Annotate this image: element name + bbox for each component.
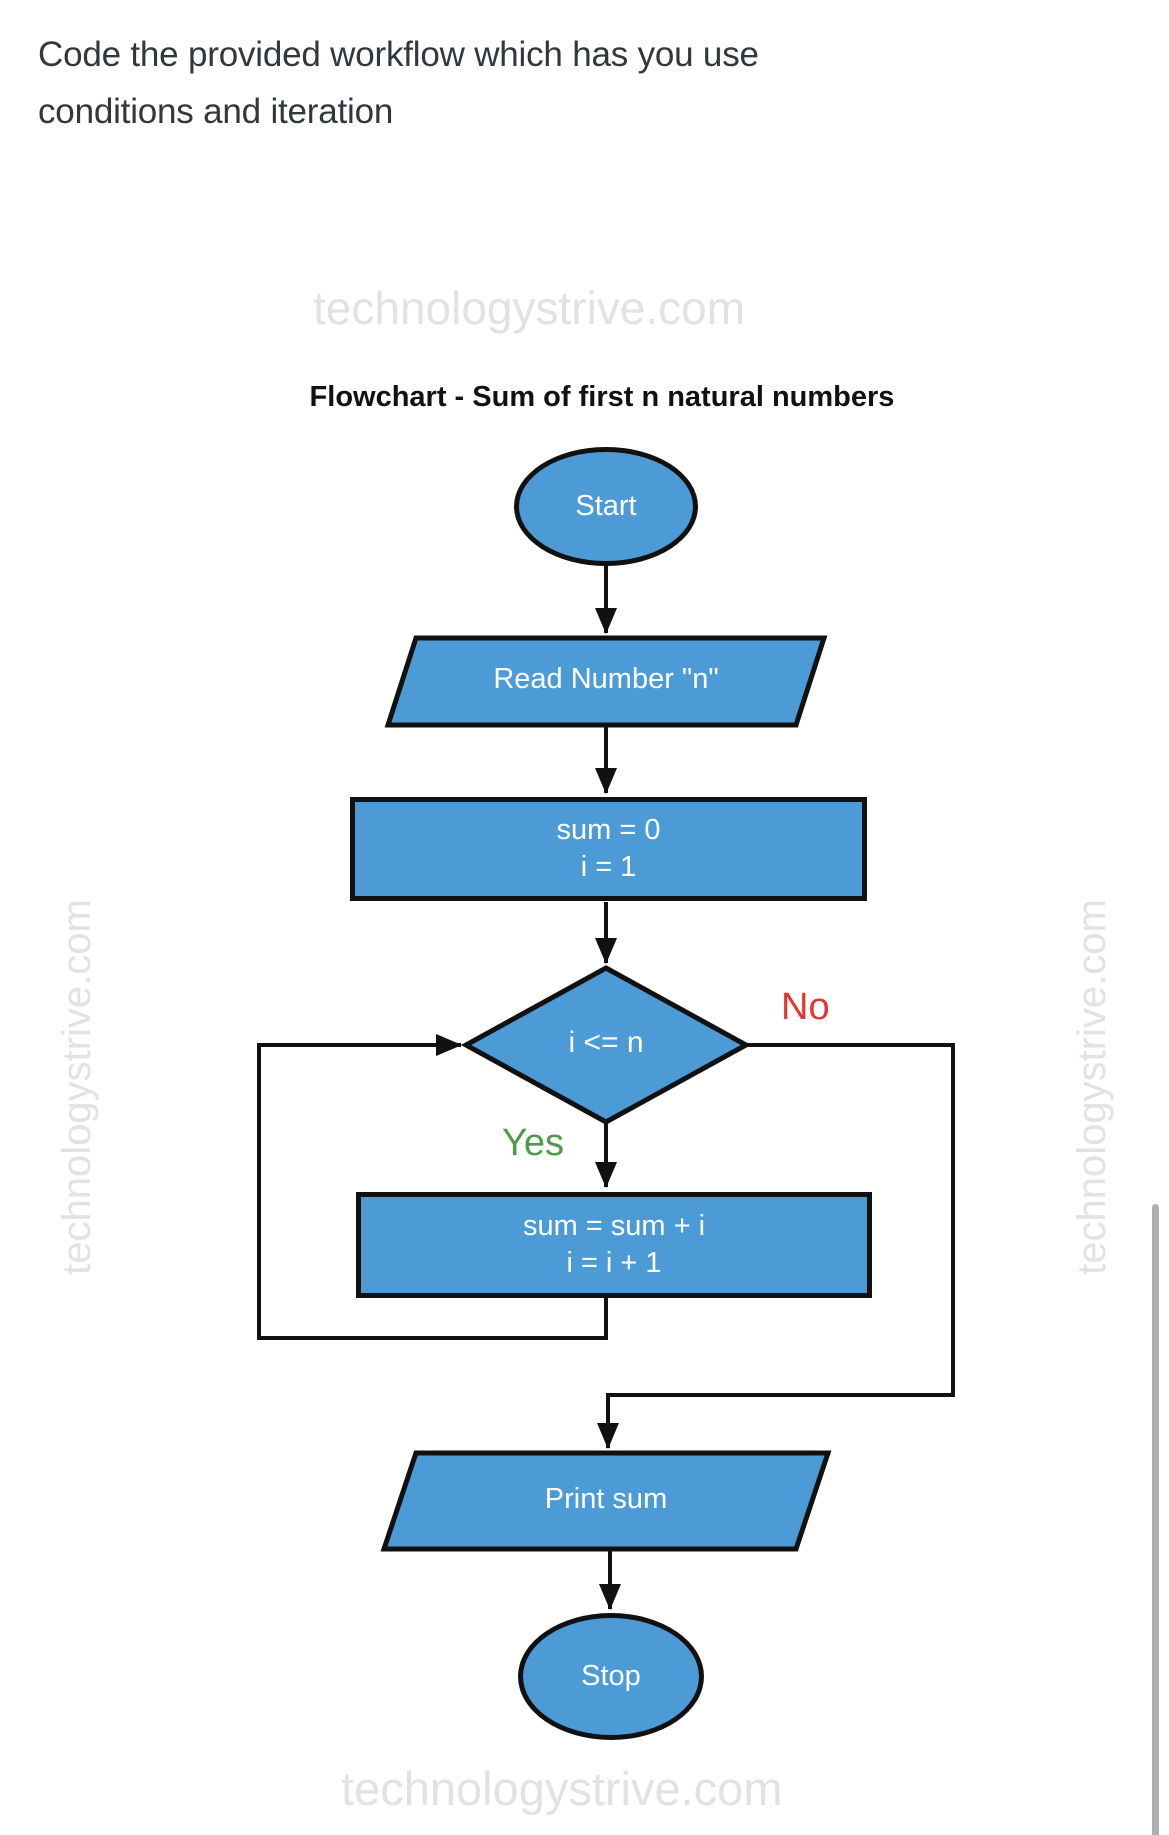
watermark-bottom: technologystrive.com	[341, 1762, 783, 1815]
accumulate-line-1: sum = sum + i	[522, 1210, 706, 1242]
watermark-top: technologystrive.com	[313, 282, 746, 334]
flowchart-title: Flowchart - Sum of first n natural numbe…	[309, 381, 895, 413]
print-output-label: Print sum	[544, 1483, 668, 1515]
read-input-label: Read Number "n"	[493, 663, 719, 695]
scrollbar-thumb[interactable]	[1152, 1204, 1159, 1835]
question-line-2: conditions and iteration	[38, 92, 394, 131]
node-init: sum = 0 i = 1	[350, 797, 867, 901]
init-line-2: i = 1	[580, 851, 637, 883]
stop-label: Stop	[581, 1660, 641, 1692]
branch-label-yes: Yes	[502, 1122, 564, 1164]
node-accumulate: sum = sum + i i = i + 1	[356, 1192, 872, 1298]
question-line-1: Code the provided workflow which has you…	[38, 35, 759, 74]
decision-label: i <= n	[568, 1026, 644, 1059]
node-stop: Stop	[518, 1613, 704, 1740]
node-decision-shape	[460, 965, 752, 1125]
accumulate-line-2: i = i + 1	[566, 1247, 662, 1279]
node-print-output-shape	[380, 1450, 832, 1552]
question-text: Code the provided workflow which has you…	[38, 26, 1038, 140]
edge-decision-no-to-print	[597, 1043, 955, 1449]
node-start: Start	[514, 447, 698, 566]
node-read-input-shape	[384, 635, 828, 728]
init-line-1: sum = 0	[556, 814, 661, 846]
start-label: Start	[575, 490, 637, 522]
branch-label-no: No	[781, 986, 830, 1028]
edge-accumulate-loop-to-decision	[257, 1034, 608, 1340]
